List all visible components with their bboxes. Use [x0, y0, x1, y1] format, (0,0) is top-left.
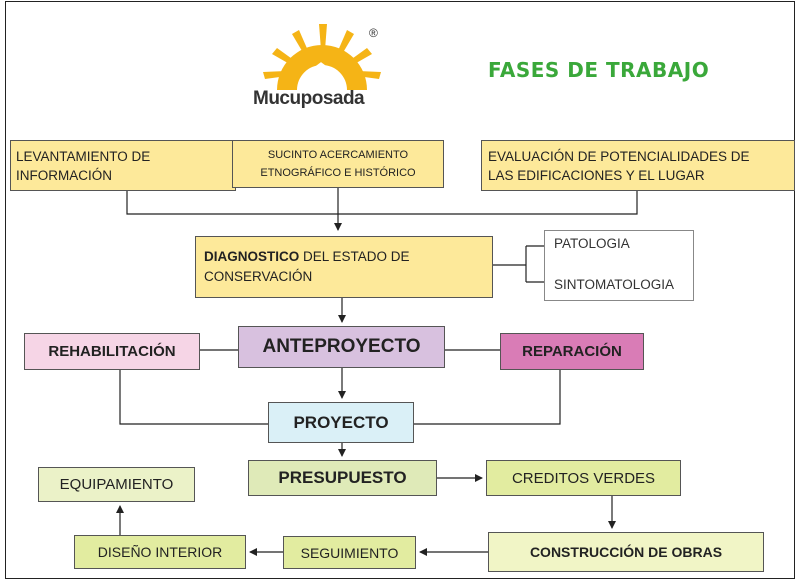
- label-patologia: PATOLOGIA: [554, 236, 630, 251]
- page-title: FASES DE TRABAJO: [488, 58, 710, 82]
- box-diagnostico-line2: CONSERVACIÓN: [204, 269, 313, 284]
- box-seguimiento-label: SEGUIMIENTO: [300, 544, 399, 561]
- box-levantamiento: LEVANTAMIENTO DE INFORMACIÓN: [10, 140, 236, 191]
- box-sucinto-line2: ETNOGRÁFICO E HISTÓRICO: [260, 167, 416, 179]
- box-presupuesto: PRESUPUESTO: [248, 460, 437, 496]
- box-anteproyecto-label: ANTEPROYECTO: [262, 336, 421, 357]
- box-equipamiento-label: EQUIPAMIENTO: [59, 476, 174, 493]
- label-sintomatologia: SINTOMATOLOGIA: [554, 277, 675, 292]
- box-diseno-interior: DISEÑO INTERIOR: [74, 535, 246, 569]
- box-creditos-verdes-label: CREDITOS VERDES: [511, 469, 656, 487]
- box-reparacion-label: REPARACIÓN: [522, 343, 622, 360]
- box-diagnostico-bold: DIAGNOSTICO: [204, 249, 300, 264]
- box-diagnostico-line1: DEL ESTADO DE: [299, 249, 410, 264]
- box-evaluacion: EVALUACIÓN DE POTENCIALIDADES DE LAS EDI…: [481, 140, 795, 191]
- box-levantamiento-line1: LEVANTAMIENTO DE: [16, 148, 151, 164]
- box-rehabilitacion: REHABILITACIÓN: [24, 333, 200, 370]
- registered-mark: ®: [369, 26, 378, 40]
- box-sucinto: SUCINTO ACERCAMIENTO ETNOGRÁFICO E HISTÓ…: [232, 140, 444, 188]
- box-rehabilitacion-label: REHABILITACIÓN: [48, 343, 176, 360]
- box-proyecto: PROYECTO: [268, 402, 414, 443]
- mucuposada-sun-logo: [263, 24, 381, 90]
- box-anteproyecto: ANTEPROYECTO: [238, 326, 445, 368]
- connector-top-bus: [126, 191, 638, 215]
- connector-rehab-to-proy: [119, 370, 268, 425]
- box-construccion: CONSTRUCCIÓN DE OBRAS: [488, 532, 764, 572]
- box-equipamiento: EQUIPAMIENTO: [38, 467, 195, 502]
- box-sucinto-line1: SUCINTO ACERCAMIENTO: [267, 149, 409, 161]
- box-levantamiento-line2: INFORMACIÓN: [16, 167, 112, 183]
- box-patologia-sintomatologia: [544, 230, 694, 301]
- box-seguimiento: SEGUIMIENTO: [283, 536, 416, 569]
- box-diseno-interior-label: DISEÑO INTERIOR: [97, 544, 223, 560]
- box-reparacion: REPARACIÓN: [500, 333, 644, 370]
- box-evaluacion-line1: EVALUACIÓN DE POTENCIALIDADES DE: [488, 148, 750, 164]
- box-creditos-verdes: CREDITOS VERDES: [486, 460, 681, 496]
- connector-rep-to-proy: [414, 370, 561, 425]
- box-construccion-label: CONSTRUCCIÓN DE OBRAS: [529, 544, 723, 560]
- box-proyecto-label: PROYECTO: [293, 412, 389, 432]
- box-evaluacion-line2: LAS EDIFICACIONES Y EL LUGAR: [488, 167, 705, 183]
- box-diagnostico: DIAGNOSTICO DEL ESTADO DE CONSERVACIÓN: [195, 236, 493, 298]
- box-presupuesto-label: PRESUPUESTO: [278, 468, 407, 487]
- brand-name: Mucuposada: [253, 88, 365, 109]
